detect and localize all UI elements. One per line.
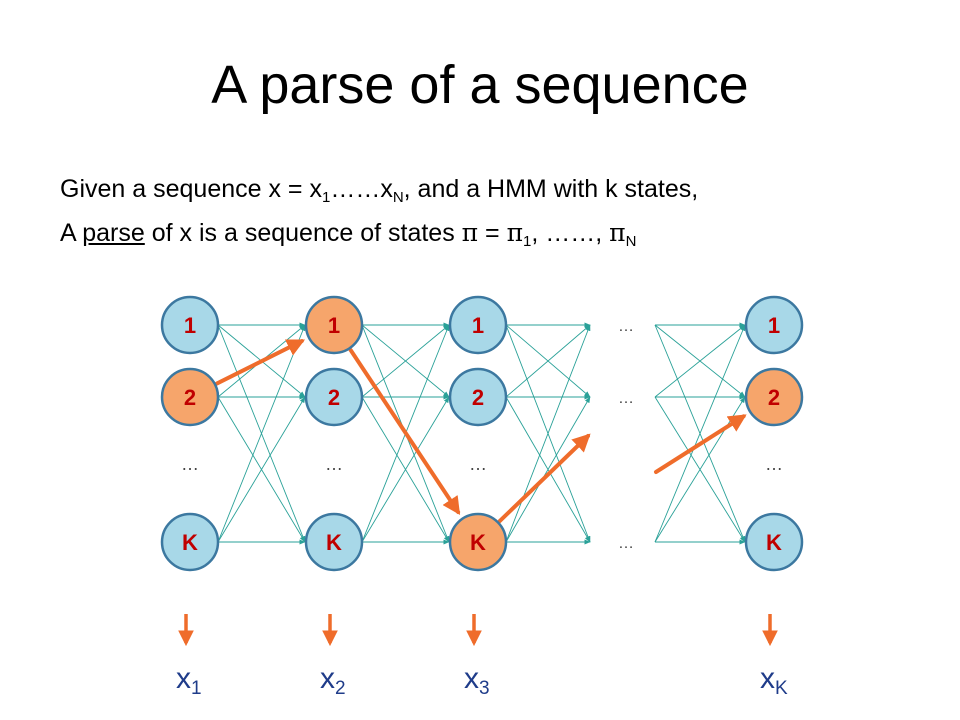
definition-text-2: of x is a sequence of states <box>144 219 462 247</box>
definition-line: A parse of x is a sequence of states π =… <box>60 218 637 250</box>
state-label: 1 <box>472 313 484 338</box>
state-label: K <box>766 530 782 555</box>
state-node <box>448 367 508 427</box>
path-edge <box>348 347 461 516</box>
state-label: 2 <box>184 385 196 410</box>
path-state-node <box>448 512 508 572</box>
state-label: K <box>182 530 198 555</box>
intro-text-3: , and a HMM with k states, <box>403 175 699 203</box>
state-label: 2 <box>472 385 484 410</box>
path-state-node <box>304 295 364 355</box>
intro-text-2: ……x <box>330 175 393 203</box>
state-label: 2 <box>768 385 780 410</box>
transition-edge <box>505 324 591 543</box>
observation-label: x1 <box>176 662 202 699</box>
state-ellipsis: … <box>469 454 487 474</box>
state-label: 1 <box>184 313 196 338</box>
transition-edge <box>505 396 591 543</box>
observation-label: x3 <box>464 662 490 699</box>
transition-edge <box>361 324 450 398</box>
path-state-node <box>744 367 804 427</box>
state-label: 1 <box>328 313 340 338</box>
path-state-node <box>160 367 220 427</box>
state-label: K <box>470 530 486 555</box>
pi-symbol-last: π <box>609 218 626 247</box>
gap-ellipsis: … <box>618 318 634 335</box>
state-ellipsis: … <box>325 454 343 474</box>
state-label: 2 <box>328 385 340 410</box>
transition-edge <box>217 396 306 543</box>
intro-sub-2: N <box>392 189 404 206</box>
state-node <box>744 512 804 572</box>
definition-sub-2: N <box>625 233 637 250</box>
transition-edge <box>654 324 746 543</box>
path-edge <box>497 433 591 524</box>
observation-label: xK <box>760 662 788 699</box>
pi-symbol: π <box>461 218 479 247</box>
definition-sub-1: 1 <box>523 233 532 250</box>
state-ellipsis: … <box>181 454 199 474</box>
transition-edge <box>361 396 450 543</box>
intro-text-1: Given a sequence x = x <box>60 175 322 203</box>
state-node <box>744 295 804 355</box>
observation-label: x2 <box>320 662 346 699</box>
pi-symbol-first: π <box>506 218 524 247</box>
state-node <box>304 367 364 427</box>
definition-text-3: = <box>478 219 507 247</box>
transition-edge <box>654 324 746 398</box>
intro-sub-1: 1 <box>321 189 331 206</box>
state-node <box>448 295 508 355</box>
state-node <box>160 512 220 572</box>
state-node <box>160 295 220 355</box>
gap-ellipsis: … <box>618 390 634 407</box>
parse-term: parse <box>82 219 145 247</box>
slide-title: A parse of a sequence <box>211 55 749 115</box>
path-edge <box>654 414 747 474</box>
definition-text-4: , ……, <box>531 219 610 247</box>
state-ellipsis: … <box>765 454 783 474</box>
transition-edge <box>217 324 306 543</box>
path-edge <box>214 339 306 386</box>
state-label: 1 <box>768 313 780 338</box>
state-label: K <box>326 530 342 555</box>
intro-line: Given a sequence x = x1……xN, and a HMM w… <box>60 174 699 206</box>
transition-edge <box>505 324 591 398</box>
definition-text-1: A <box>60 219 83 247</box>
state-node <box>304 512 364 572</box>
gap-ellipsis: … <box>618 535 634 552</box>
